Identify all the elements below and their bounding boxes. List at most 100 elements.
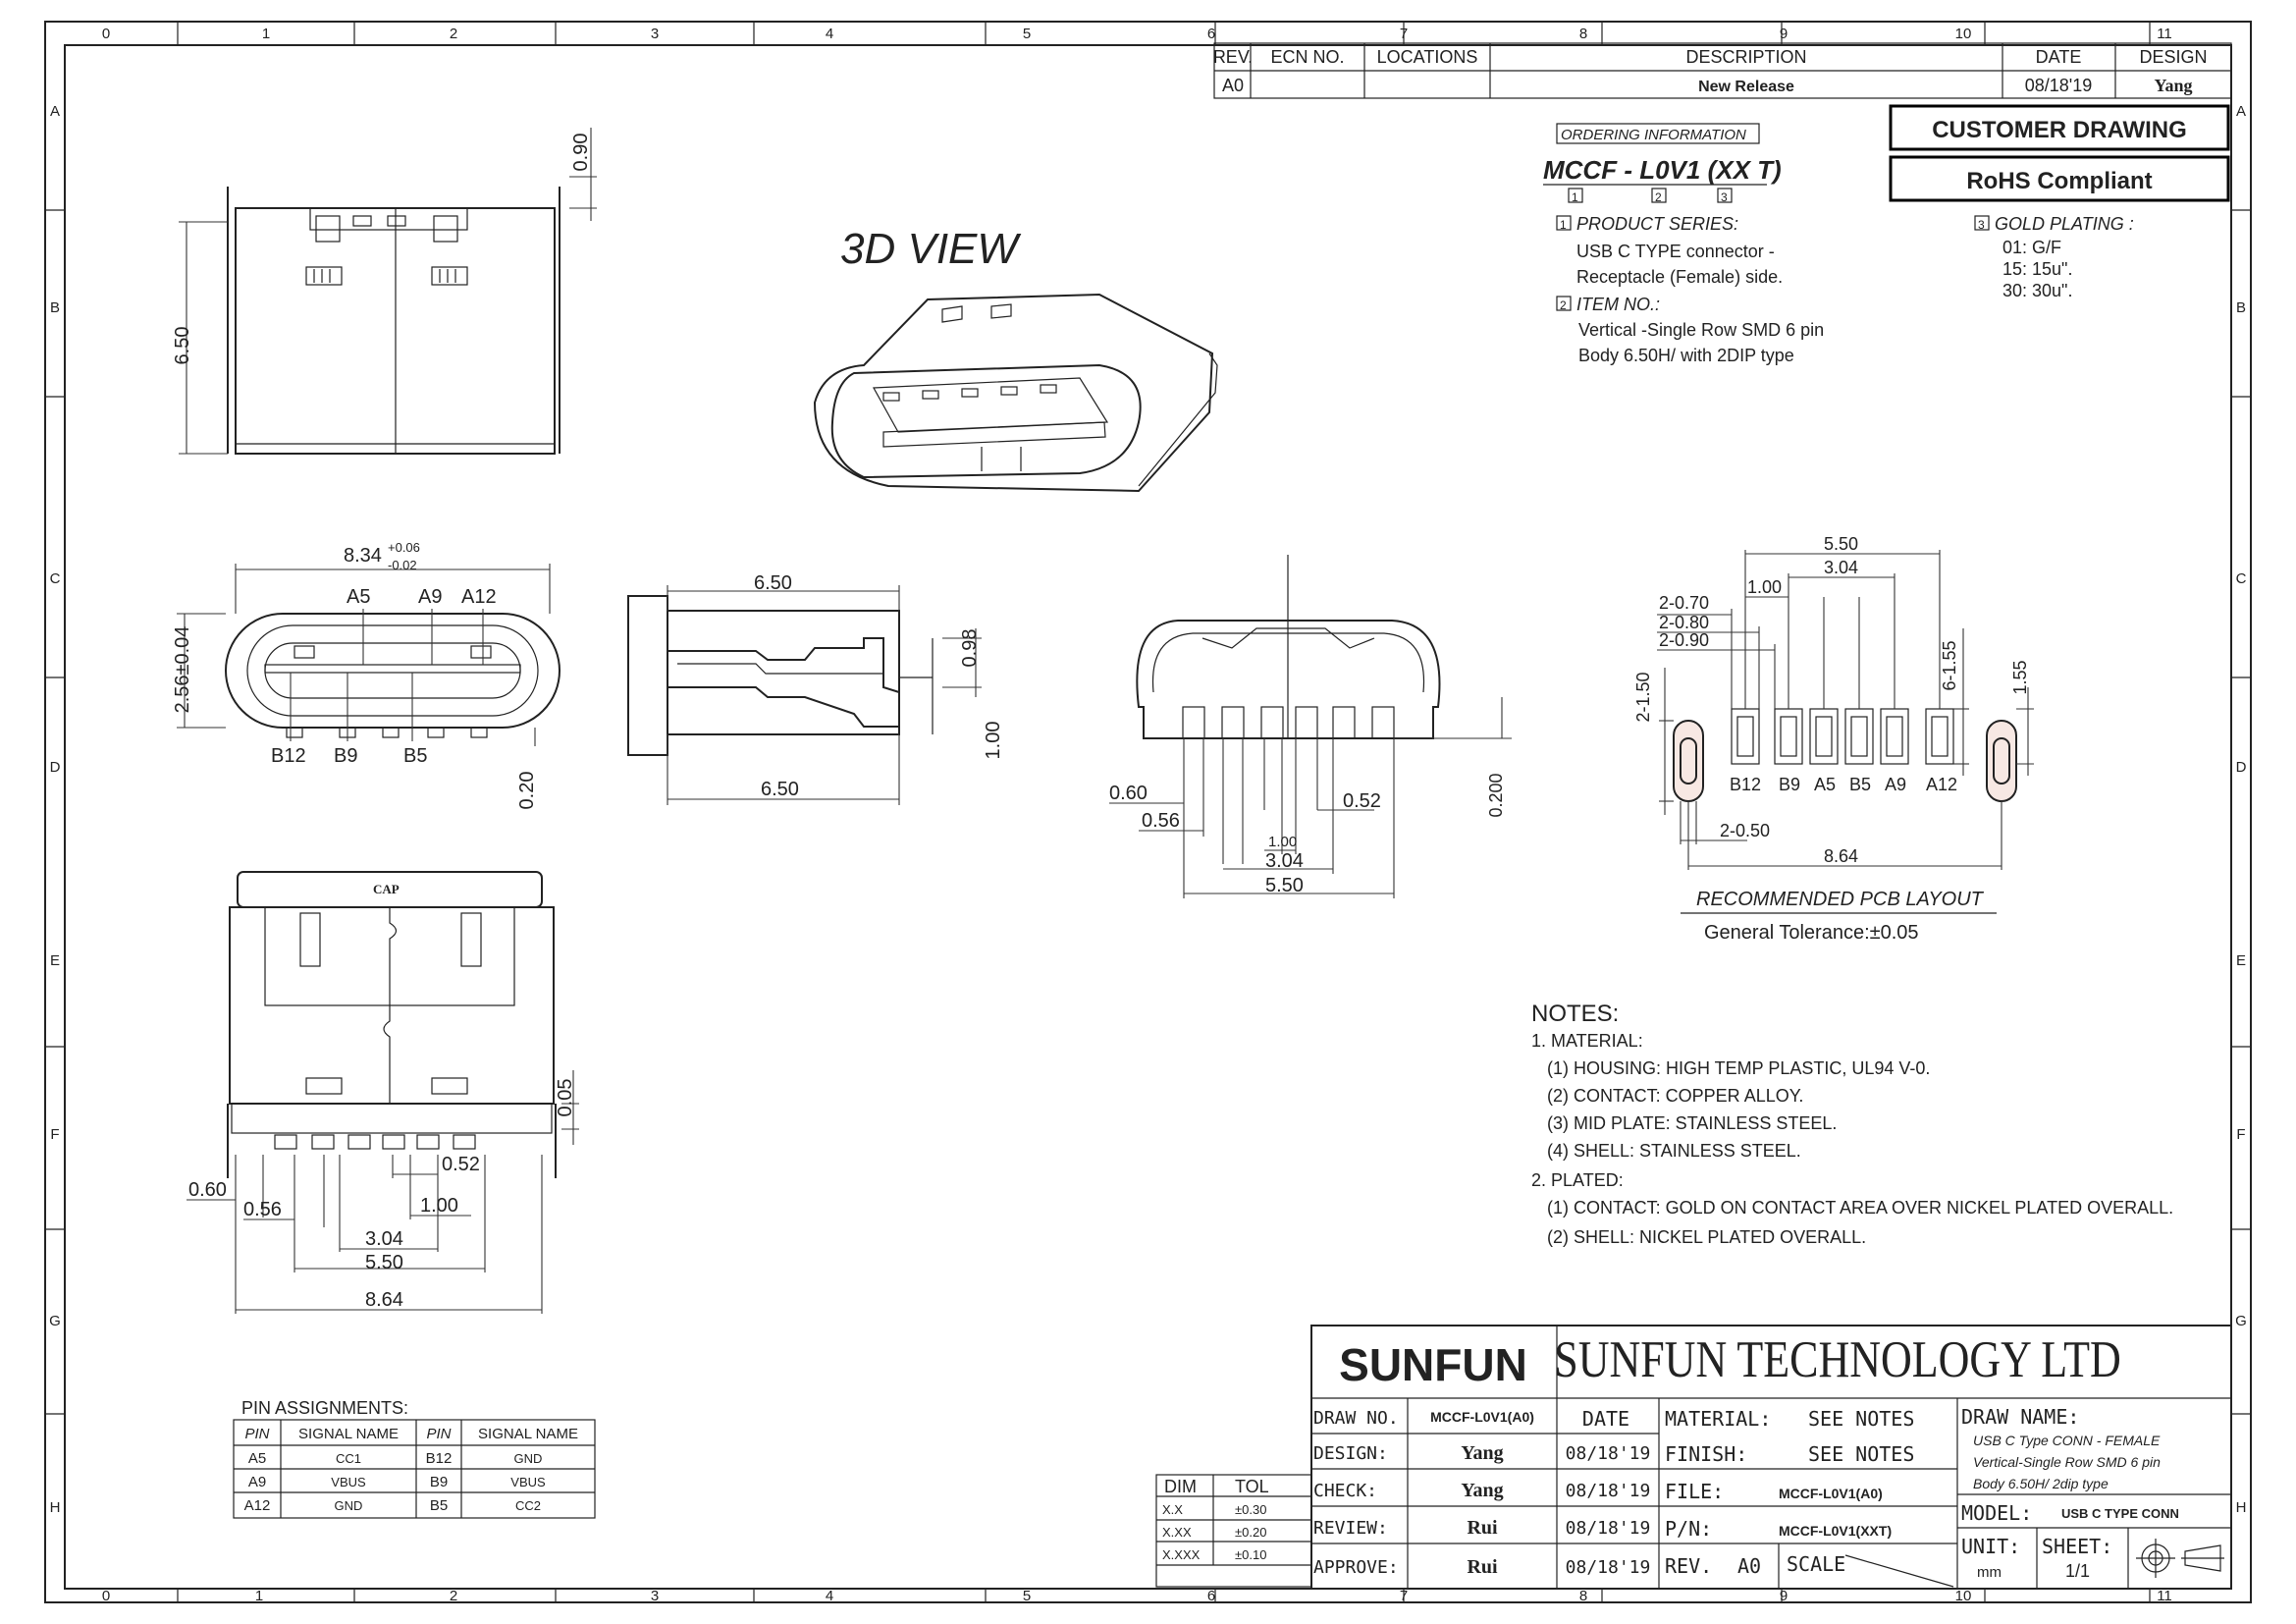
tol-cell: X.XXX [1162,1547,1201,1562]
pcb-layout-title: RECOMMENDED PCB LAYOUT [1696,889,1985,910]
row-label: F [50,1126,59,1143]
tb-label: DESIGN: [1313,1443,1388,1464]
row-label: B [50,299,60,316]
dim-label: 2-0.70 [1659,593,1709,613]
pin-label: B12 [1730,775,1761,794]
row-label: C [2236,570,2247,587]
dim-label: 0.56 [243,1199,282,1220]
locations-header: LOCATIONS [1377,47,1478,67]
pin-label: A9 [418,586,442,608]
col-label: 10 [1955,1588,1972,1604]
dim-label: 3.04 [1265,850,1304,872]
pcb-tolerance: General Tolerance:±0.05 [1704,922,1919,944]
company-name: SUNFUN TECHNOLOGY LTD [1554,1330,2120,1388]
dim-label: 5.50 [1265,875,1304,896]
dim-label: 0.20 [516,772,538,810]
note-line: (1) CONTACT: GOLD ON CONTACT AREA OVER N… [1547,1198,2173,1218]
tb-label: DATE [1582,1407,1629,1431]
tolerance-table: DIM TOL X.X ±0.30 X.XX ±0.20 X.XXX ±0.10 [1155,1474,1312,1588]
dim-label: 6-1.55 [1940,640,1959,690]
row-label: D [50,759,61,776]
col-label: 0 [102,1588,110,1604]
tb-label: FINISH: [1665,1442,1747,1466]
notes-title: NOTES: [1531,1001,1619,1027]
item-no-title: ITEM NO.: [1576,295,1660,314]
dim-label: 8.34 [344,545,382,567]
3d-view: 3D VIEW [813,225,1218,493]
pin-table-cell: A5 [248,1450,266,1467]
ecn-header: ECN NO. [1270,47,1344,67]
note-line: (2) CONTACT: COPPER ALLOY. [1547,1086,1803,1106]
date-value: 08/18'19 [2025,76,2093,95]
title-block: SUNFUN SUNFUN TECHNOLOGY LTD DRAW NO. MC… [1310,1325,2232,1590]
item-no-line: Body 6.50H/ with 2DIP type [1578,346,1794,365]
tb-value: Rui [1467,1517,1498,1539]
tb-value: 08/18'19 [1566,1481,1651,1501]
pin-table-cell: A12 [244,1497,271,1514]
pin-table-cell: VBUS [510,1475,546,1489]
tol-cell: ±0.10 [1235,1547,1266,1562]
dim-label: 8.64 [1824,846,1858,866]
tb-value: 08/18'19 [1566,1557,1651,1578]
pin-label: B12 [271,745,306,767]
dim-label: 2-0.80 [1659,613,1709,632]
tb-value: 08/18'19 [1566,1518,1651,1539]
item-no-line: Vertical -Single Row SMD 6 pin [1578,320,1824,340]
row-label: A [2236,103,2246,120]
end-view: 0.60 0.56 0.52 1.00 3.04 5.50 0.200 [1109,555,1512,898]
gold-plating-title: GOLD PLATING : [1995,214,2134,234]
col-label: 10 [1955,26,1972,42]
col-label: 6 [1207,26,1215,42]
row-label: C [50,570,61,587]
bottom-view: CAP [187,871,579,1314]
rev-header: REV. [1213,47,1253,67]
pin-label: B9 [334,745,357,767]
ordering-heading: ORDERING INFORMATION [1561,127,1746,143]
dim-label: 1.55 [2010,660,2030,694]
tb-value: Yang [1461,1442,1503,1464]
front-view: 8.34 +0.06 -0.02 A5 A9 A12 B12 B9 B5 2.5… [172,540,561,810]
tol-header: DIM [1164,1477,1197,1496]
note-line: (3) MID PLATE: STAINLESS STEEL. [1547,1113,1837,1133]
pin-label: A5 [347,586,370,608]
col-label: 11 [2157,1588,2172,1604]
marker: 1 [1560,218,1567,232]
draw-name-line: Vertical-Single Row SMD 6 pin [1973,1454,2161,1470]
dim-label: 1.00 [983,722,1004,760]
pin-label: A9 [1885,775,1906,794]
row-label: H [50,1499,61,1516]
product-series-title: PRODUCT SERIES: [1576,214,1738,234]
tb-value: Rui [1467,1556,1498,1578]
tb-value: MCCF-L0V1(A0) [1779,1486,1883,1501]
tb-value: Yang [1461,1480,1503,1501]
col-label: 1 [255,1588,263,1604]
pin-assignments: PIN ASSIGNMENTS: PIN SIGNAL NAME PIN SIG… [233,1398,596,1519]
ordering-information: ORDERING INFORMATION MCCF - L0V1 (XX T) … [1543,123,2134,365]
col-label: 2 [450,1588,457,1604]
cap-label: CAP [373,882,400,896]
dim-label: 0.60 [188,1179,227,1201]
col-label: 9 [1780,26,1788,42]
row-label: B [2236,299,2246,316]
product-series-line: USB C TYPE connector - [1576,242,1775,261]
row-label: D [2236,759,2247,776]
rohs-stamp: RoHS Compliant [1966,168,2152,194]
dim-label: 2-1.50 [1633,672,1653,722]
row-label: G [2235,1313,2247,1329]
side-view: 6.50 6.50 0.98 1.00 [627,572,1004,805]
tol-cell: X.X [1162,1502,1183,1517]
col-label: 3 [651,26,659,42]
marker: 3 [1721,190,1728,204]
stamps: CUSTOMER DRAWING RoHS Compliant [1889,104,2230,202]
col-label: 0 [102,26,110,42]
draw-name-line: Body 6.50H/ 2dip type [1973,1476,2109,1491]
row-label: A [50,103,60,120]
tb-value: 1/1 [2065,1561,2090,1581]
tb-label: DRAW NO. [1313,1408,1399,1429]
dim-label: 6.50 [754,572,792,594]
dim-label: 0.56 [1142,810,1180,832]
col-label: 5 [1023,26,1031,42]
tb-label: MATERIAL: [1665,1407,1771,1431]
tb-label: MODEL: [1961,1501,2032,1525]
